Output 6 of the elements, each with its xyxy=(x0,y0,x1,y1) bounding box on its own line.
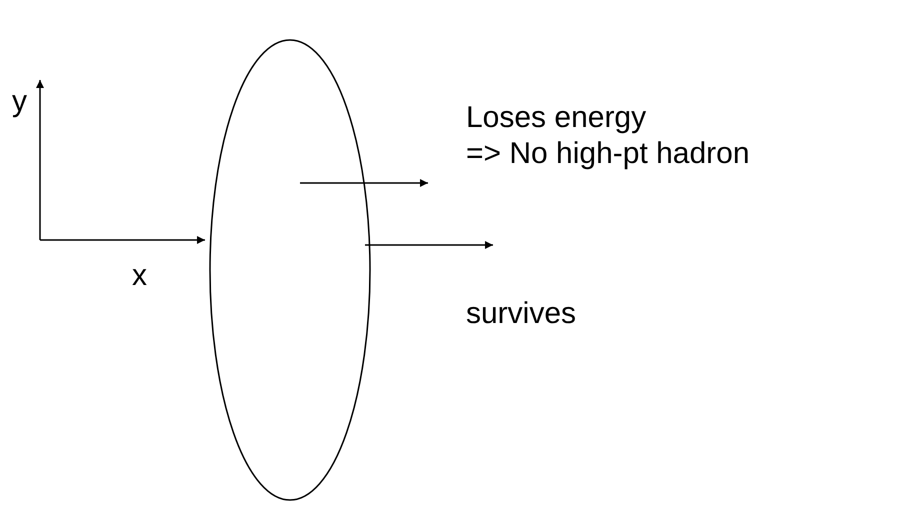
annotation-text: => No high-pt hadron xyxy=(466,136,750,172)
axis-label: y xyxy=(12,84,27,120)
ellipse-outline xyxy=(209,39,371,501)
annotation-text: survives xyxy=(466,296,576,332)
axis-label: x xyxy=(132,258,147,294)
annotation-text: Loses energy xyxy=(466,100,646,136)
